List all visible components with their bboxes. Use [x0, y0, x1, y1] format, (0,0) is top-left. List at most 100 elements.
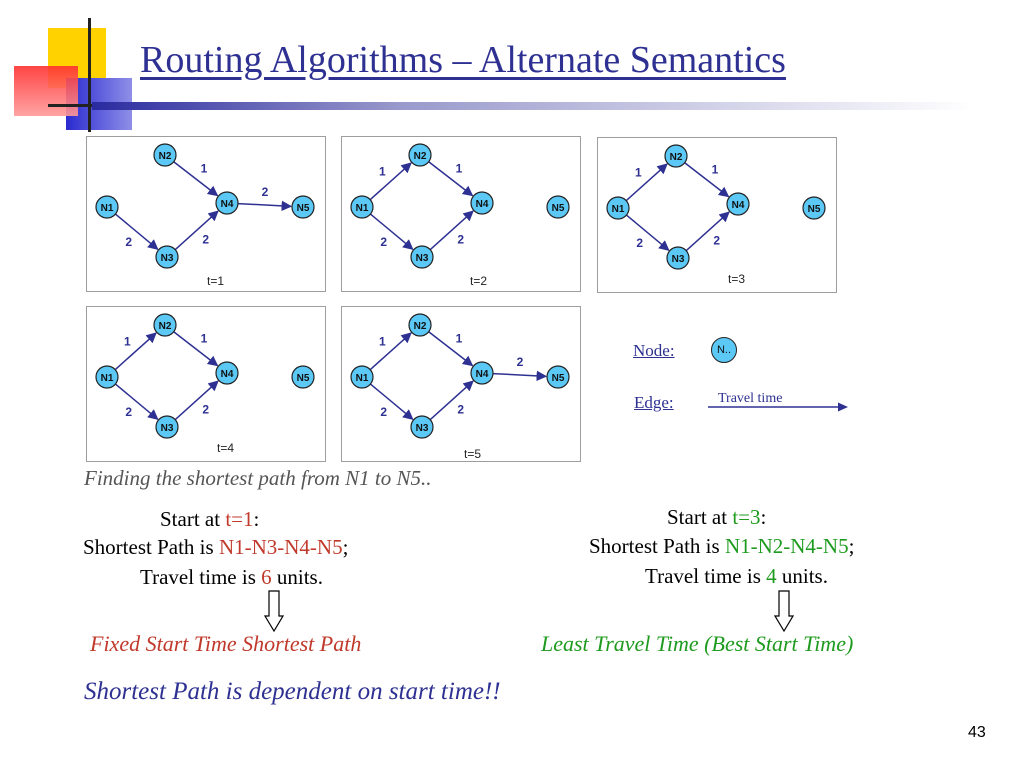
time-label-5: t=5: [464, 447, 482, 461]
page-number: 43: [968, 724, 986, 741]
edge-N4-N5: [237, 200, 293, 212]
edge-N2-N4: [173, 161, 219, 197]
left-start-suffix: :: [253, 507, 260, 531]
node-label: N4: [732, 200, 745, 211]
node-n5: N5: [291, 195, 315, 219]
deco-horizontal-line: [48, 104, 108, 107]
edge-N3-N4: [174, 380, 219, 421]
legend-node-sample: N..: [711, 337, 737, 363]
node-n4: N4: [726, 192, 750, 216]
node-n4: N4: [470, 191, 494, 215]
left-path-prefix: Shortest Path is: [83, 535, 219, 559]
node-label: N1: [101, 203, 114, 214]
edge-N2-N4: [428, 161, 474, 197]
legend-edge-label: Edge:: [634, 393, 674, 412]
node-n5: N5: [802, 196, 826, 220]
left-path-line: Shortest Path is N1-N3-N4-N5;: [83, 535, 348, 560]
edge-N3-N4: [685, 211, 730, 252]
node-label: N2: [414, 321, 427, 332]
edge-N2-N4: [428, 331, 474, 367]
node-label: N3: [416, 253, 429, 264]
edge-N1-N3: [114, 213, 159, 250]
edge-N1-N2: [114, 332, 157, 371]
edge-weight-label: 2: [457, 403, 464, 417]
time-label-2: t=2: [470, 274, 488, 288]
node-n1: N1: [606, 196, 630, 220]
left-start-prefix: Start at: [160, 507, 226, 531]
node-label: N5: [552, 373, 565, 384]
right-time-prefix: Travel time is: [645, 564, 767, 588]
node-n4: N4: [215, 361, 239, 385]
right-start-line: Start at t=3:: [667, 505, 766, 530]
edge-N1-N3: [114, 383, 159, 420]
edge-weight-label: 1: [201, 162, 208, 176]
node-n2: N2: [153, 143, 177, 167]
node-n1: N1: [95, 365, 119, 389]
right-path-prefix: Shortest Path is: [589, 534, 725, 558]
right-start-value: t=3: [732, 505, 761, 529]
node-n3: N3: [155, 415, 179, 439]
node-n4: N4: [215, 191, 239, 215]
node-n3: N3: [155, 245, 179, 269]
node-label: N3: [416, 423, 429, 434]
node-label: N2: [414, 151, 427, 162]
left-time-prefix: Travel time is: [140, 565, 262, 589]
left-start-line: Start at t=1:: [160, 507, 259, 532]
legend-edge-text: Travel time: [718, 391, 783, 406]
left-path-value: N1-N3-N4-N5: [218, 535, 343, 559]
right-path-value: N1-N2-N4-N5: [724, 534, 849, 558]
left-down-arrow-icon: [264, 590, 284, 632]
edge-N1-N2: [625, 163, 668, 202]
time-label-3: t=3: [728, 272, 746, 286]
legend-node-label: Node:: [633, 341, 675, 360]
node-n2: N2: [664, 144, 688, 168]
edge-weight-label: 2: [202, 233, 209, 247]
edge-weight-label: 1: [635, 165, 642, 179]
edge-N1-N2: [369, 162, 412, 201]
edge-N1-N3: [369, 383, 414, 420]
left-start-value: t=1: [225, 507, 254, 531]
node-n5: N5: [546, 365, 570, 389]
node-label: N4: [476, 199, 489, 210]
right-down-arrow-icon: [774, 590, 794, 632]
right-time-line: Travel time is 4 units.: [645, 564, 828, 589]
edge-N4-N5: [492, 370, 548, 382]
node-n2: N2: [408, 313, 432, 337]
left-time-suffix: units.: [271, 565, 323, 589]
edge-weight-label: 1: [379, 164, 386, 178]
edge-weight-label: 2: [713, 234, 720, 248]
right-conclusion: Least Travel Time (Best Start Time): [541, 631, 854, 656]
node-n1: N1: [350, 195, 374, 219]
node-label: N3: [672, 254, 685, 265]
left-time-line: Travel time is 6 units.: [140, 565, 323, 590]
node-label: N3: [161, 253, 174, 264]
edge-weight-label: 1: [456, 162, 463, 176]
edge-weight-label: 1: [124, 334, 131, 348]
legend-edge-arrow: [708, 402, 848, 412]
node-label: N1: [101, 373, 114, 384]
right-path-line: Shortest Path is N1-N2-N4-N5;: [589, 534, 854, 559]
node-n3: N3: [410, 245, 434, 269]
node-n4: N4: [470, 361, 494, 385]
node-label: N1: [356, 373, 369, 384]
edge-weight-label: 2: [380, 235, 387, 249]
edge-weight-label: 2: [125, 235, 132, 249]
node-label: N1: [356, 203, 369, 214]
edge-N1-N2: [369, 332, 412, 371]
edge-weight-label: 2: [457, 233, 464, 247]
node-n2: N2: [408, 143, 432, 167]
edge-weight-label: 2: [517, 355, 524, 369]
edge-weight-label: 2: [262, 185, 269, 199]
figure-caption: Finding the shortest path from N1 to N5.…: [84, 466, 432, 490]
node-n3: N3: [666, 246, 690, 270]
edge-N3-N4: [429, 210, 474, 251]
edge-N2-N4: [684, 162, 730, 198]
node-n5: N5: [546, 195, 570, 219]
